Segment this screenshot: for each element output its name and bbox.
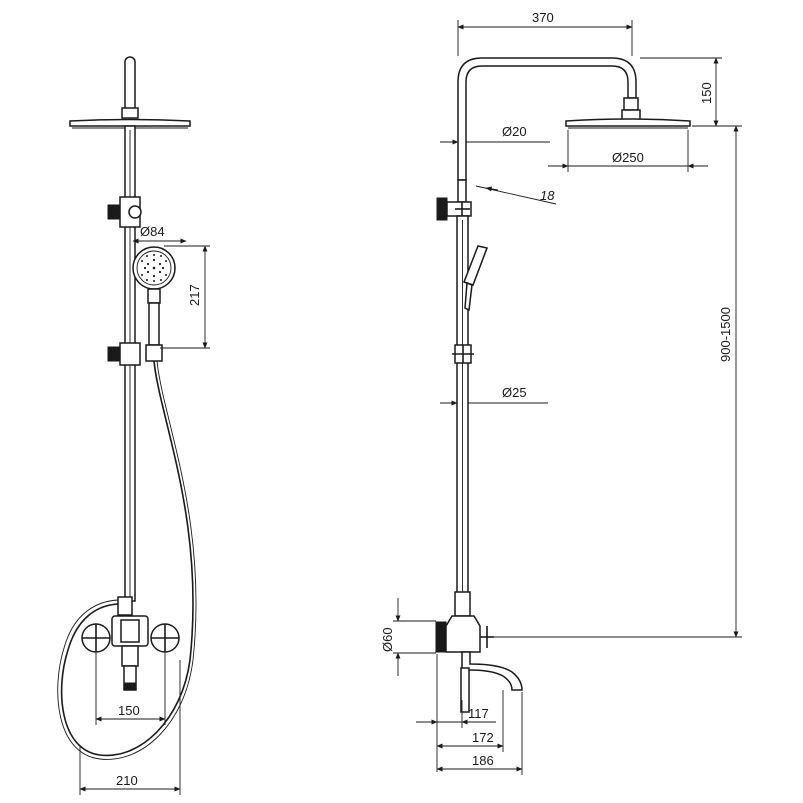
dim-pipe-lower-label: Ø25 [502,385,527,400]
dim-handle-diameter: Ø60 [380,598,436,676]
side-upper-pipe [457,179,467,203]
dim-head-diameter: Ø250 [548,130,708,172]
dim-holder-angle: 18 [475,185,557,205]
dim-overall-width: 210 [79,660,181,795]
front-upper-bracket [107,196,142,228]
side-hand-shower [463,245,489,312]
front-lower-bracket [107,342,163,366]
dim-handshower-height: 217 [160,245,210,349]
dim-pipe-lower: Ø25 [440,385,548,406]
front-hose [57,360,197,760]
front-hand-shower [132,246,176,346]
dim-depth-117-label: 117 [468,706,489,721]
side-view: 370 150 Ø20 Ø250 18 [380,10,742,775]
dim-handshower-height-label: 217 [187,284,202,306]
side-lower-pipe [456,215,469,601]
dim-handshower-diameter-label: Ø84 [140,224,165,239]
dim-arm-drop: 150 [640,57,722,127]
dim-head-diameter-label: Ø250 [612,150,644,165]
dim-handle-diameter-label: Ø60 [380,627,395,652]
dim-valve-spacing-label: 150 [118,703,140,718]
dim-depth-172: 172 [436,690,504,752]
dim-pipe-upper: Ø20 [440,124,550,145]
front-top-arm [121,56,139,119]
dim-height-range: 900-1500 [494,125,742,638]
dim-arm-length: 370 [457,10,633,56]
dim-depth-117: 117 [416,654,496,772]
dim-valve-spacing: 150 [95,652,166,725]
dim-overall-width-label: 210 [116,773,138,788]
dim-pipe-upper-label: Ø20 [502,124,527,139]
dim-depth-186: 186 [436,692,523,775]
spray-dots [141,254,167,282]
front-mixer [81,596,180,691]
dim-depth-186-label: 186 [472,753,494,768]
dim-arm-drop-label: 150 [699,82,714,104]
front-view: Ø84 217 150 210 [57,56,210,795]
dim-handshower-diameter: Ø84 [132,224,187,244]
dim-arm-length-label: 370 [532,10,554,25]
dim-depth-172-label: 172 [472,730,494,745]
dim-height-range-label: 900-1500 [718,307,733,362]
side-lower-bracket [452,344,474,364]
side-rain-head [565,97,691,129]
side-mixer [435,591,523,713]
dim-holder-angle-label: 18 [540,188,555,203]
